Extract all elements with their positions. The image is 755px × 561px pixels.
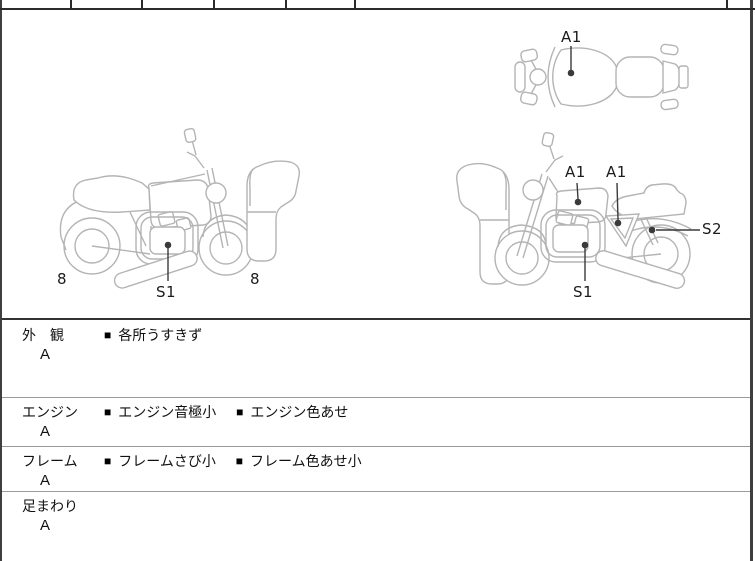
grade-value: A (40, 472, 51, 489)
inspection-row-undercarriage: 足まわり A (2, 491, 750, 561)
note-bullet: ■ (104, 454, 112, 468)
inspection-row-exterior: 外 観 A ■ 各所うすきず (2, 320, 750, 397)
label-8-right: 8 (250, 270, 261, 288)
marker-s1-left-bike (164, 241, 172, 281)
page-right-border (750, 0, 753, 561)
note-bullet: ■ (104, 405, 112, 419)
marker-a1-frame (614, 182, 622, 227)
grade-value: A (40, 517, 51, 534)
page-left-border (0, 0, 2, 561)
bike-top-view (514, 43, 689, 111)
label-s1-right-bike: S1 (573, 283, 594, 301)
marker-a1-topview (567, 46, 575, 77)
bike-side-right (494, 131, 692, 289)
note-item: ■ フレーム色あせ小 (236, 453, 362, 469)
category-label: 外 観 (22, 327, 64, 343)
note-text: フレームさび小 (118, 453, 216, 469)
note-text: エンジン色あせ (250, 404, 349, 420)
inspection-row-frame: フレーム A ■ フレームさび小 ■ フレーム色あせ小 (2, 446, 750, 491)
header-cell-divider (726, 0, 728, 8)
cowl-left-bike (246, 160, 300, 262)
label-a1-frame: A1 (606, 163, 627, 181)
note-bullet: ■ (235, 454, 243, 468)
grade-value: A (40, 423, 51, 440)
header-cell-divider (141, 0, 143, 8)
marker-s2 (648, 226, 700, 234)
category-label: フレーム (22, 453, 78, 469)
bike-side-left (59, 127, 254, 289)
label-s2: S2 (702, 220, 723, 238)
label-a1-tank: A1 (565, 163, 586, 181)
note-item: ■ フレームさび小 (104, 453, 216, 469)
inspection-row-engine: エンジン A ■ エンジン音極小 ■ エンジン色あせ (2, 397, 750, 446)
marker-a1-tank (574, 182, 582, 206)
header-cell-divider (70, 0, 72, 8)
marker-s1-right-bike (581, 241, 589, 281)
category-label: エンジン (22, 404, 78, 420)
cutoff-header-row (0, 0, 755, 10)
label-8-left: 8 (57, 270, 68, 288)
inspection-table: 外 観 A ■ 各所うすきず エンジン A ■ エンジン音極小 ■ エンジン色あせ フ… (2, 318, 750, 561)
note-item: ■ エンジン色あせ (236, 404, 348, 420)
note-text: エンジン音極小 (118, 404, 217, 420)
header-cell-divider (285, 0, 287, 8)
header-cell-divider (213, 0, 215, 8)
note-item: ■ 各所うすきず (104, 327, 202, 343)
note-item: ■ エンジン音極小 (104, 404, 216, 420)
header-cell-divider (354, 0, 356, 8)
note-bullet: ■ (236, 405, 244, 419)
note-bullet: ■ (104, 328, 112, 342)
note-text: フレーム色あせ小 (249, 453, 362, 469)
cowl-right-bike (456, 162, 510, 285)
grade-value: A (40, 346, 51, 363)
label-s1-left-bike: S1 (156, 283, 177, 301)
label-a1-topview: A1 (561, 28, 582, 46)
note-text: 各所うすきず (118, 327, 203, 343)
category-label: 足まわり (22, 498, 78, 514)
